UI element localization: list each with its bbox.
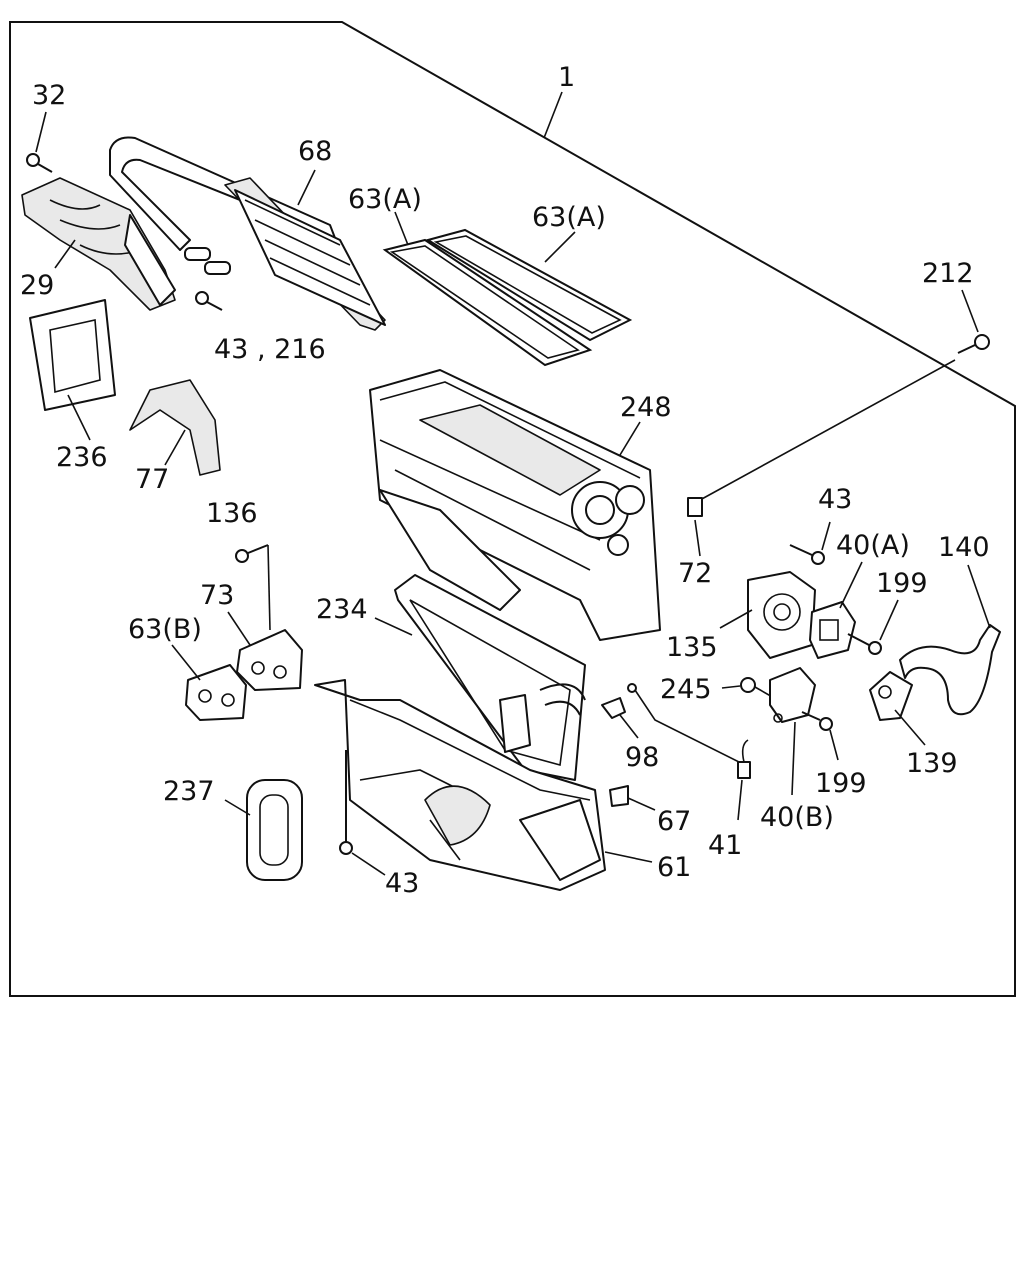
clip-72 bbox=[687, 497, 703, 517]
screw-43-216 bbox=[195, 291, 223, 311]
callout-237: 237 bbox=[163, 776, 215, 807]
housing-248 bbox=[369, 369, 661, 641]
screw-199-bottom bbox=[801, 711, 833, 731]
leader-199-top bbox=[879, 599, 899, 641]
leader-98 bbox=[619, 714, 639, 739]
seal-63b bbox=[185, 664, 247, 721]
diagram-frame bbox=[9, 21, 1016, 997]
callout-63a-right: 63(A) bbox=[532, 202, 606, 233]
leader-1 bbox=[543, 91, 563, 139]
callout-248: 248 bbox=[620, 392, 672, 423]
callout-43-bottom: 43 bbox=[385, 868, 419, 899]
clip-67 bbox=[609, 785, 629, 807]
leader-41 bbox=[737, 779, 743, 821]
leader-136 bbox=[267, 544, 271, 631]
callout-199-top: 199 bbox=[876, 568, 928, 599]
gasket-236 bbox=[29, 299, 116, 411]
leader-67 bbox=[627, 797, 656, 811]
leader-236 bbox=[67, 394, 91, 441]
leader-61 bbox=[604, 851, 653, 863]
callout-32: 32 bbox=[32, 80, 66, 111]
callout-43-right: 43 bbox=[818, 484, 852, 515]
callout-63a-left: 63(A) bbox=[348, 184, 422, 215]
screw-43-bottom bbox=[339, 750, 353, 855]
leader-212 bbox=[961, 289, 979, 333]
callout-40a: 40(A) bbox=[836, 530, 910, 561]
nut-245 bbox=[740, 677, 756, 693]
callout-43-216: 43 , 216 bbox=[214, 334, 326, 365]
callout-29: 29 bbox=[20, 270, 54, 301]
actuator-40a bbox=[809, 601, 856, 659]
blower-case-61 bbox=[314, 679, 606, 891]
leader-212-to-72 bbox=[699, 359, 956, 501]
leader-77 bbox=[164, 429, 186, 466]
callout-41: 41 bbox=[708, 830, 742, 861]
leader-29 bbox=[54, 239, 76, 269]
callout-140: 140 bbox=[938, 532, 990, 563]
leader-63a-1 bbox=[394, 211, 409, 246]
callout-212: 212 bbox=[922, 258, 974, 289]
screw-199-top bbox=[847, 633, 882, 655]
actuator-135 bbox=[747, 571, 816, 659]
leader-43-right bbox=[821, 521, 831, 551]
leader-234 bbox=[374, 617, 413, 636]
callout-40b: 40(B) bbox=[760, 802, 834, 833]
sensor-41 bbox=[634, 689, 751, 779]
gasket-63a-right bbox=[425, 228, 633, 342]
leader-73 bbox=[227, 611, 251, 646]
leader-40b bbox=[791, 721, 796, 796]
leader-237 bbox=[224, 799, 251, 816]
callout-135: 135 bbox=[666, 632, 718, 663]
leader-68 bbox=[297, 169, 316, 206]
callout-98: 98 bbox=[625, 742, 659, 773]
leader-248 bbox=[619, 421, 641, 456]
seal-237 bbox=[246, 779, 303, 881]
leader-135 bbox=[719, 609, 753, 629]
callout-77: 77 bbox=[135, 464, 169, 495]
leader-43-bottom bbox=[351, 852, 386, 876]
callout-245: 245 bbox=[660, 674, 712, 705]
seal-73 bbox=[236, 629, 303, 691]
bolt-136 bbox=[235, 544, 269, 563]
bolt-32 bbox=[26, 153, 53, 173]
leader-140 bbox=[967, 564, 991, 629]
callout-1: 1 bbox=[558, 62, 575, 93]
callout-67: 67 bbox=[657, 806, 691, 837]
leader-40a bbox=[839, 561, 863, 609]
connector-139 bbox=[869, 671, 913, 721]
duct-29 bbox=[21, 177, 176, 311]
callout-234: 234 bbox=[316, 594, 368, 625]
bolt-212 bbox=[957, 334, 990, 354]
leader-139 bbox=[894, 709, 926, 746]
gasket-63a-left bbox=[382, 238, 593, 367]
leader-63a-2 bbox=[544, 231, 576, 263]
screw-43-right bbox=[789, 544, 825, 565]
callout-63b: 63(B) bbox=[128, 614, 202, 645]
callout-61: 61 bbox=[657, 852, 691, 883]
evaporator-234 bbox=[394, 574, 586, 781]
callout-236: 236 bbox=[56, 442, 108, 473]
callout-72: 72 bbox=[678, 558, 712, 589]
leader-199-bottom bbox=[829, 729, 839, 761]
callout-68: 68 bbox=[298, 136, 332, 167]
callout-136: 136 bbox=[206, 498, 258, 529]
heater-core-68 bbox=[109, 136, 386, 331]
bracket-77 bbox=[129, 379, 221, 476]
clip-98 bbox=[601, 683, 637, 719]
callout-73: 73 bbox=[200, 580, 234, 611]
leader-245 bbox=[721, 685, 741, 689]
callout-199-bottom: 199 bbox=[815, 768, 867, 799]
callout-139: 139 bbox=[906, 748, 958, 779]
leader-63b bbox=[171, 644, 201, 681]
leader-32 bbox=[35, 111, 47, 153]
hose-140 bbox=[899, 624, 1001, 716]
leader-72 bbox=[694, 519, 701, 557]
